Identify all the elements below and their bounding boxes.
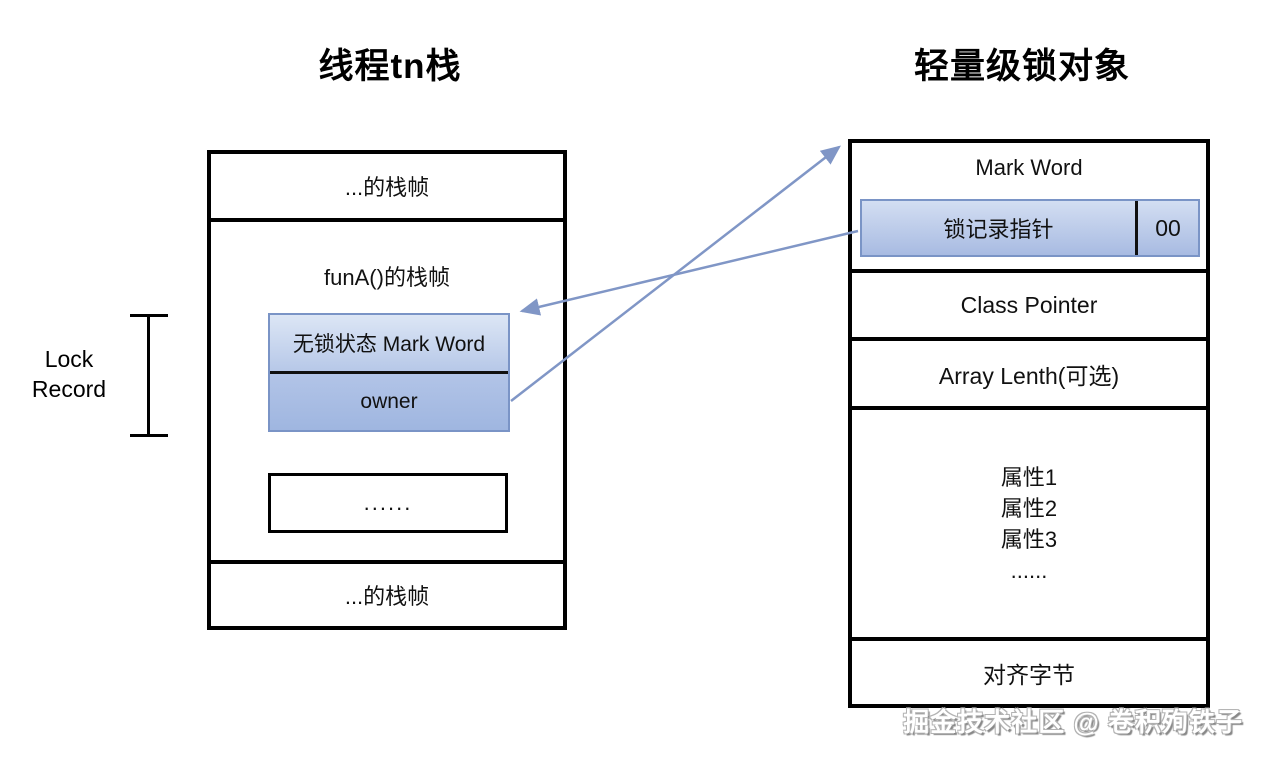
lock-record-bracket-top-cap [130, 314, 168, 317]
attribute-line: 属性3 [1000, 526, 1058, 552]
lock-flag-cell: 00 [1155, 214, 1181, 241]
thread-stack-box: ...的栈帧 funA()的栈帧 无锁状态 Mark Word owner ..… [207, 150, 567, 630]
lock-object-box: Mark Word 锁记录指针 00 Class Pointer Array L… [848, 139, 1210, 708]
lock-record-pointer-cell: 锁记录指针 [862, 201, 1138, 255]
attribute-line: ...... [1010, 557, 1048, 583]
lock-record-owner-cell: owner [270, 374, 508, 430]
stack-frame-bottom: ...的栈帧 [344, 584, 430, 609]
markword-header: Mark Word [975, 155, 1083, 180]
lock-record-bracket-label: Lock Record [31, 346, 107, 402]
array-length-section: Array Lenth(可选) [852, 341, 1206, 410]
stack-frame-funA: funA()的栈帧 无锁状态 Mark Word owner ...... [211, 222, 563, 564]
lock-record-bracket-bottom-cap [130, 434, 168, 437]
attribute-line: 属性2 [1000, 495, 1058, 521]
thread-stack-title: 线程tn栈 [318, 47, 462, 86]
attribute-line: 属性1 [1000, 464, 1058, 490]
align-bytes-section: 对齐字节 [983, 661, 1075, 688]
object-markword-section: Mark Word 锁记录指针 00 [852, 143, 1206, 273]
watermark: 掘金技术社区 @ 卷积殉铁子 [903, 707, 1243, 737]
lock-record-markword-cell: 无锁状态 Mark Word [270, 315, 508, 374]
lock-record-pointer-row: 锁记录指针 00 [860, 199, 1200, 257]
funA-frame-label: funA()的栈帧 [324, 265, 450, 290]
arrow-pointer-to-lock-record [519, 229, 859, 316]
stack-ellipsis-box: ...... [268, 473, 508, 533]
class-pointer-section: Class Pointer [852, 273, 1206, 341]
attributes-section: 属性1 属性2 属性3 ...... [852, 410, 1206, 641]
stack-frame-top: ...的栈帧 [211, 154, 563, 222]
lock-record-bracket-line [147, 315, 150, 437]
lock-record-box: 无锁状态 Mark Word owner [268, 313, 510, 432]
lightweight-lock-object-title: 轻量级锁对象 [913, 47, 1130, 86]
